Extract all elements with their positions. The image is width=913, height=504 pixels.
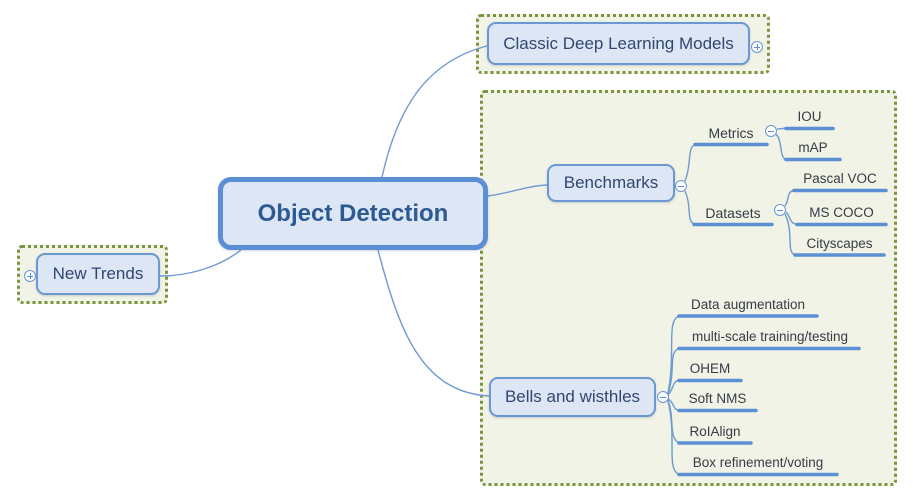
subtopic-ms-coco[interactable]: MS COCO [809, 205, 874, 220]
subtopic-cityscapes[interactable]: Cityscapes [806, 236, 873, 251]
subtopic-roialign[interactable]: RoIAlign [689, 424, 741, 439]
subtopic-iou[interactable]: IOU [797, 109, 822, 124]
subtopic-multi-scale-training-testing[interactable]: multi-scale training/testing [691, 329, 849, 344]
expand-icon[interactable] [751, 41, 763, 53]
subtopic-soft-nms[interactable]: Soft NMS [688, 391, 747, 406]
boundary-benchmarks-bells[interactable] [480, 90, 897, 486]
topic-classic-deep-learning-models[interactable]: Classic Deep Learning Models [487, 22, 750, 65]
expand-icon[interactable] [24, 270, 36, 282]
topic-label: Classic Deep Learning Models [503, 33, 734, 53]
topic-label: Benchmarks [563, 173, 659, 192]
wire-central-bells [377, 249, 490, 397]
central-topic-label: Object Detection [257, 199, 449, 227]
collapse-icon[interactable] [765, 125, 777, 137]
subtopic-datasets[interactable]: Datasets [705, 205, 761, 221]
wire-datasets-pascal [784, 189, 795, 207]
collapse-icon[interactable] [675, 180, 687, 192]
topic-new-trends[interactable]: New Trends [36, 253, 160, 295]
topic-label: Bells and wisthles [504, 387, 641, 406]
subtopic-metrics[interactable]: Metrics [708, 125, 754, 141]
wire-benchmarks-metrics [684, 144, 696, 182]
wire-datasets-coco [785, 211, 798, 226]
topic-bells-and-wisthles[interactable]: Bells and wisthles [489, 377, 656, 417]
wire-central-classic [381, 45, 488, 178]
topic-label: New Trends [52, 264, 144, 283]
subtopic-data-augmentation[interactable]: Data augmentation [690, 297, 806, 312]
subtopic-map[interactable]: mAP [798, 140, 828, 155]
subtopic-box-refinement-voting[interactable]: Box refinement/voting [692, 455, 824, 470]
wire-metrics-map [775, 133, 787, 161]
wire-bells-dataaug [667, 315, 680, 394]
collapse-icon[interactable] [774, 204, 786, 216]
wire-central-benchmarks [487, 184, 548, 197]
topic-underlines [677, 126, 888, 477]
wire-bells-multiscale [667, 347, 680, 395]
wire-datasets-cityscapes [784, 213, 796, 256]
wire-bells-boxref [667, 400, 680, 476]
topic-benchmarks[interactable]: Benchmarks [547, 164, 675, 202]
wire-central-newtrends [159, 249, 242, 277]
central-topic-object-detection[interactable]: Object Detection [218, 177, 488, 250]
subtopic-pascal-voc[interactable]: Pascal VOC [803, 171, 877, 186]
subtopic-ohem[interactable]: OHEM [689, 361, 731, 376]
collapse-icon[interactable] [657, 391, 669, 403]
